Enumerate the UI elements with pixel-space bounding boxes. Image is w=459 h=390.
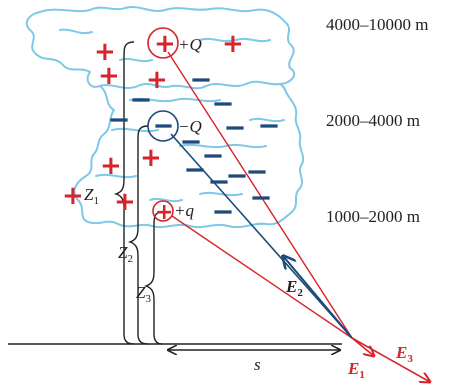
- charge-bottom-circle: [152, 200, 174, 222]
- charge-top-label: +Q: [178, 35, 202, 54]
- positive-charge: +: [98, 61, 120, 91]
- altitude-middle-label: 2000–4000 m: [326, 111, 420, 130]
- altitude-top-label: 4000–10000 m: [326, 15, 428, 34]
- positive-charge: +: [146, 65, 168, 95]
- e1-label: E1: [347, 359, 365, 381]
- e2-vector: [283, 256, 353, 339]
- e1-vector: [351, 337, 374, 356]
- charge-middle-label: −Q: [178, 117, 202, 136]
- z2-brace: [127, 125, 149, 345]
- scattered-negative-charges: [110, 78, 278, 214]
- scattered-positive-charges: + + + + + + + +: [62, 29, 244, 217]
- charge-top-circle: [147, 27, 179, 59]
- positive-charge: +: [94, 37, 116, 67]
- positive-charge: +: [222, 29, 244, 59]
- z1-label: Z1: [84, 185, 99, 207]
- charge-bottom-plus: +: [155, 200, 173, 225]
- z2-label: Z2: [118, 243, 133, 265]
- e3-vector: [351, 337, 430, 382]
- e2-label: E2: [285, 277, 303, 299]
- charge-bottom-label: +q: [174, 201, 194, 220]
- positive-charge: +: [140, 143, 162, 173]
- distance-label: s: [254, 355, 261, 374]
- field-line-top: [167, 51, 353, 339]
- altitude-bottom-label: 1000–2000 m: [326, 207, 420, 226]
- positive-charge: +: [114, 187, 136, 217]
- field-line-bottom: [171, 215, 353, 339]
- z1-brace: [113, 41, 135, 345]
- z3-label: Z3: [136, 283, 151, 305]
- charge-top-plus: +: [154, 29, 176, 59]
- e3-label: E3: [395, 343, 413, 365]
- positive-charge: +: [62, 181, 84, 211]
- charge-middle-circle: [147, 110, 179, 142]
- z3-brace: [143, 211, 163, 345]
- field-line-middle: [170, 133, 353, 339]
- positive-charge: +: [100, 151, 122, 181]
